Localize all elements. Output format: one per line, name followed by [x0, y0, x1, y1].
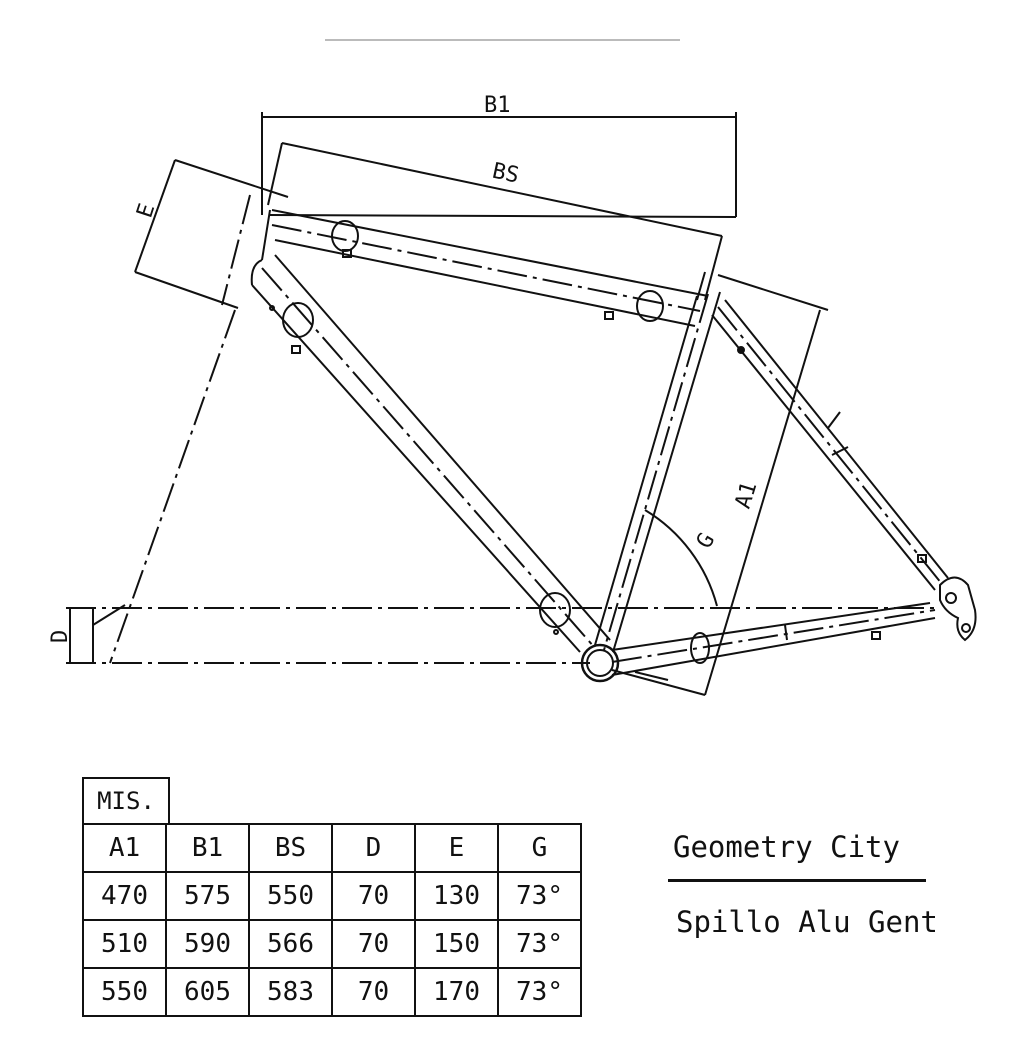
table-cell: 170: [414, 967, 499, 1017]
e-label: E: [132, 201, 160, 221]
header-cell: G: [497, 823, 582, 873]
b1-label: B1: [484, 93, 511, 118]
table-cell: 583: [248, 967, 333, 1017]
g-label: G: [692, 529, 720, 553]
top-tube: [271, 209, 709, 327]
table-cell: 150: [414, 919, 499, 969]
table-cell: 605: [165, 967, 250, 1017]
table-cell: 470: [82, 871, 167, 921]
table-cell: 510: [82, 919, 167, 969]
title-underline: [668, 879, 926, 882]
table-cell: 575: [165, 871, 250, 921]
bike-frame-drawing: B1 BS E A1 G D: [48, 39, 977, 696]
header-cell: BS: [248, 823, 333, 873]
bs-dimension: [267, 142, 723, 301]
rear-dropout: [939, 576, 977, 642]
bottom-bracket: [580, 643, 620, 683]
seat-stay: [711, 299, 949, 591]
table-cell: 73°: [497, 871, 582, 921]
bs-label: BS: [490, 159, 521, 189]
table-row: 510 590 566 70 150 73°: [82, 919, 582, 969]
table-corner-label: MIS.: [82, 777, 170, 824]
header-cell: E: [414, 823, 499, 873]
table-cell: 70: [331, 967, 416, 1017]
chain-stay: [611, 602, 936, 681]
g-angle-arc: [644, 509, 718, 607]
table-cell: 550: [248, 871, 333, 921]
a1-dimension: [611, 274, 829, 696]
a1-label: A1: [731, 479, 763, 512]
table-header-row: A1 B1 BS D E G: [82, 823, 582, 873]
e-dimension: [134, 159, 289, 309]
table-cell: 73°: [497, 919, 582, 969]
seat-tube: [594, 271, 721, 653]
drawing-title: Geometry City: [673, 830, 900, 864]
table-cell: 566: [248, 919, 333, 969]
header-cell: D: [331, 823, 416, 873]
table-cell: 70: [331, 871, 416, 921]
head-tube: [250, 209, 271, 286]
table-row: 550 605 583 70 170 73°: [82, 967, 582, 1017]
b1-dimension: [261, 112, 737, 218]
table-cell: 70: [331, 919, 416, 969]
model-name: Spillo Alu Gent: [676, 905, 938, 939]
table-cell: 590: [165, 919, 250, 969]
table-cell: 73°: [497, 967, 582, 1017]
d-label: D: [48, 630, 73, 643]
down-tube: [251, 254, 611, 653]
header-cell: B1: [165, 823, 250, 873]
header-cell: A1: [82, 823, 167, 873]
d-dimension: [66, 309, 940, 664]
table-row: 470 575 550 70 130 73°: [82, 871, 582, 921]
geometry-table: A1 B1 BS D E G 470 575 550 70 130 73° 51…: [82, 823, 582, 1017]
table-cell: 130: [414, 871, 499, 921]
table-cell: 550: [82, 967, 167, 1017]
